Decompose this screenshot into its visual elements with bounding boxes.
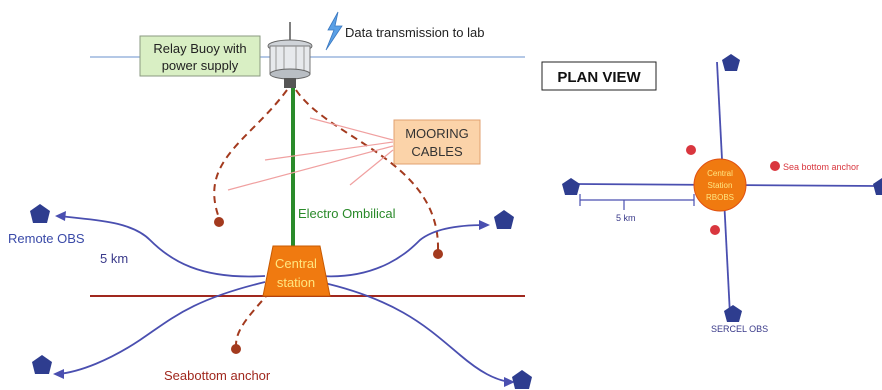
data-transmission-label: Data transmission to lab [345,25,484,40]
plan-central-station [693,158,747,212]
mooring-cables-box [393,119,481,165]
sea-bottom-anchor-label: Sea bottom anchor [783,162,859,172]
plan-central-line2: Station [708,181,733,190]
seabottom-anchor-label: Seabottom anchor [164,368,271,383]
plan-anchor [710,225,720,235]
obs-pentagon-icon [873,178,882,195]
obs-cable-arrowheads [53,211,515,387]
central-station-label-line2: station [277,275,315,290]
obs-cables [57,215,511,383]
mooring-anchor-right [433,249,443,259]
plan-distance-dimension [579,194,695,210]
mooring-cables-label-line2: CABLES [411,144,463,159]
obs-pentagon-icon [724,305,742,322]
seabottom-anchor [231,344,241,354]
relay-buoy-label-line1: Relay Buoy with [153,41,246,56]
lightning-icon [325,11,343,51]
obs-pentagon-icon [512,370,532,389]
mooring-callout-lines [227,117,394,191]
obs-pentagon-icon [30,204,50,223]
plan-central-line3: RBOBS [706,193,734,202]
plan-distance-label: 5 km [616,213,636,223]
mooring-anchor-left [214,217,224,227]
plan-view-title-box [541,61,657,91]
plan-view-title: PLAN VIEW [557,69,641,86]
remote-obs-label: Remote OBS [8,231,85,246]
obs-pentagon-icon [494,210,514,229]
relay-buoy-label-line2: power supply [162,58,239,73]
distance-label-side: 5 km [100,251,128,266]
plan-central-line1: Central [707,169,733,178]
central-station-label-line1: Central [275,256,317,271]
electro-umbilical-label: Electro Ombilical [298,206,396,221]
sercel-obs-label: SERCEL OBS [711,324,768,334]
central-station-shape [262,245,331,297]
plan-anchor [686,145,696,155]
obs-pentagon-icon [32,355,52,374]
obs-pentagon-icon [562,178,580,195]
buoy-device-icon [267,22,313,88]
obs-pentagon-icon [722,54,740,71]
relay-buoy-box [139,35,261,77]
mooring-cables-label-line1: MOORING [405,126,469,141]
plan-anchor [770,161,780,171]
